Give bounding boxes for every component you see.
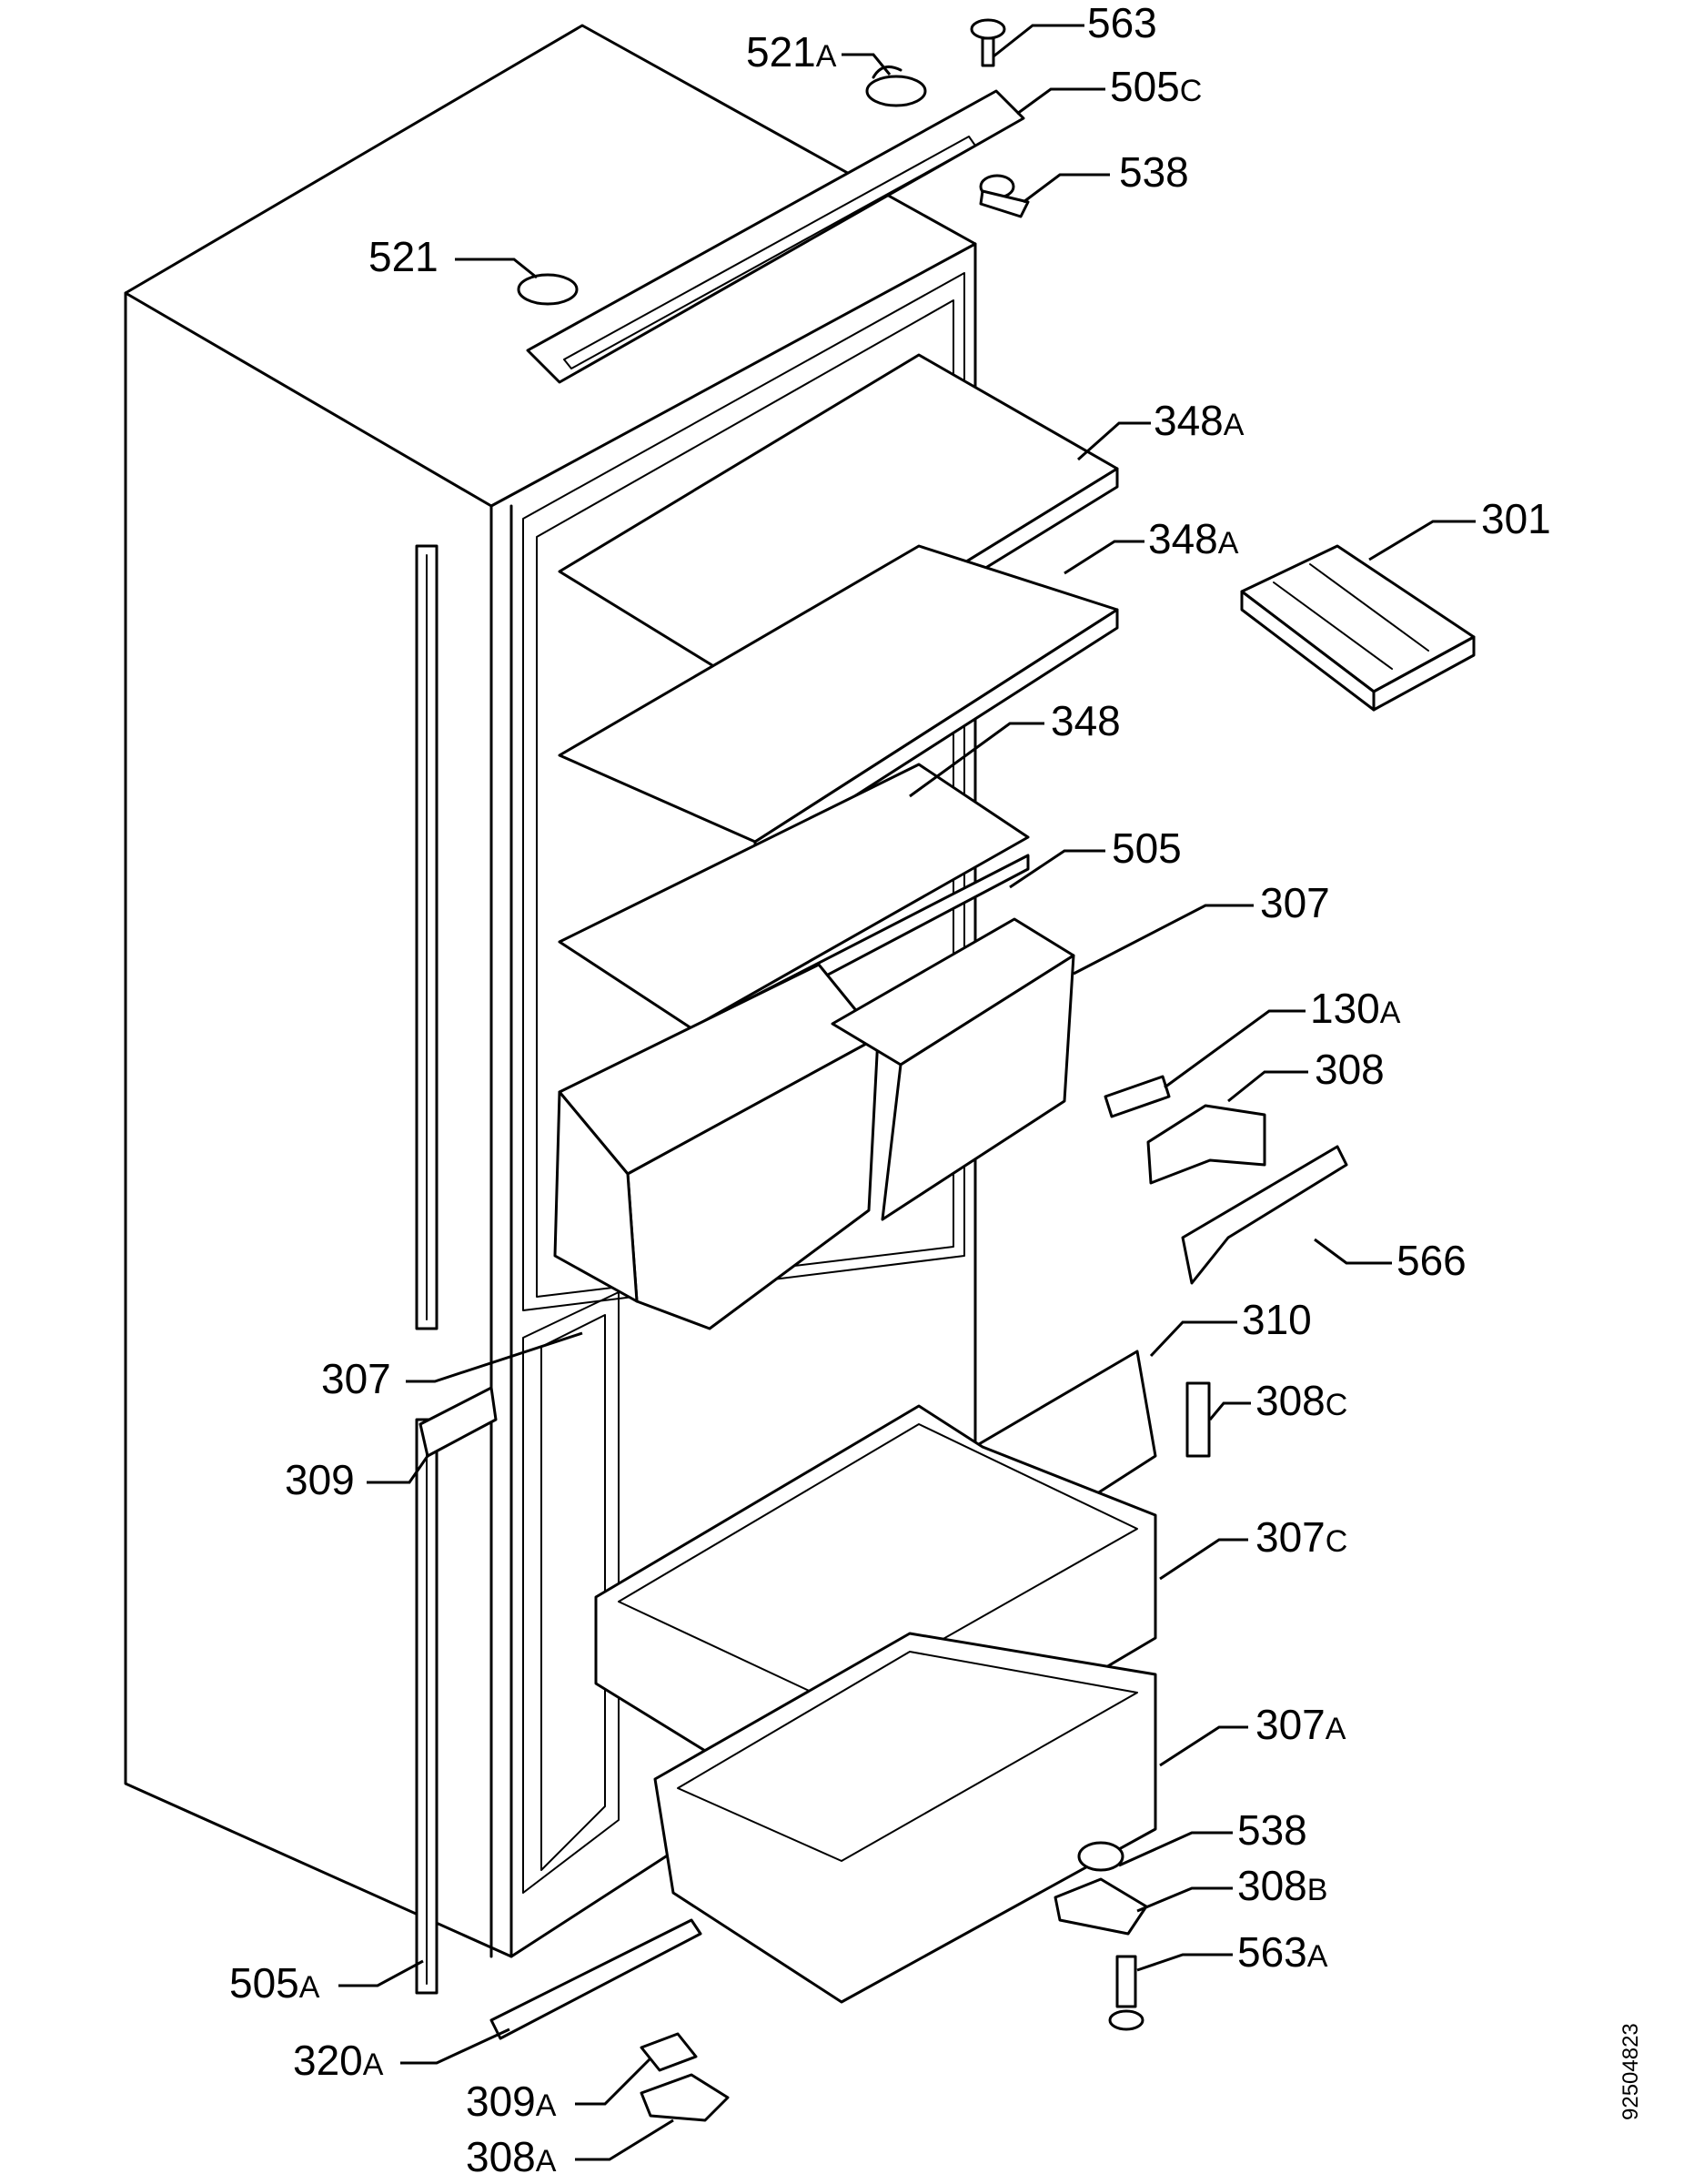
label-307-left: 307 <box>321 1355 391 1402</box>
glass-shelf-348 <box>558 763 1030 1030</box>
label-320A: 320A <box>293 2037 384 2084</box>
label-505A: 505A <box>229 1959 320 2007</box>
label-308A: 308A <box>466 2133 557 2180</box>
door-gasket <box>415 544 439 1995</box>
label-130A: 130A <box>1310 985 1401 1032</box>
document-number: 92504823 <box>1618 2023 1643 2120</box>
hinge-pin-538-top <box>979 174 1030 218</box>
label-308B: 308B <box>1237 1862 1327 1909</box>
top-rail-505C <box>526 89 1025 384</box>
label-307C: 307C <box>1255 1513 1347 1561</box>
label-348: 348 <box>1051 697 1121 744</box>
label-566: 566 <box>1396 1237 1467 1284</box>
label-308C: 308C <box>1255 1377 1347 1424</box>
ice-tray-301 <box>1240 544 1476 712</box>
cap-521 <box>517 273 579 306</box>
label-348A-upper: 348A <box>1154 397 1245 444</box>
label-307-right: 307 <box>1260 879 1330 926</box>
label-301: 301 <box>1481 495 1551 542</box>
label-563: 563 <box>1087 0 1157 46</box>
cap-309A <box>640 2032 698 2072</box>
label-538-bottom: 538 <box>1237 1806 1307 1854</box>
leader-lines <box>338 24 1476 2161</box>
label-309A: 309A <box>466 2078 557 2125</box>
bracket-308A <box>640 2073 730 2122</box>
label-505: 505 <box>1112 824 1182 872</box>
crisper-bin-right <box>831 917 1075 1221</box>
cover-566 <box>1181 1145 1348 1285</box>
label-348A-lower: 348A <box>1148 515 1239 562</box>
label-308: 308 <box>1315 1046 1385 1093</box>
label-563A: 563A <box>1237 1928 1328 1976</box>
plate-130A <box>1104 1075 1171 1118</box>
pin-308C <box>1185 1381 1211 1458</box>
cap-309 <box>418 1386 498 1458</box>
freezer-drawer-307C <box>594 1404 1157 1831</box>
label-310: 310 <box>1242 1296 1312 1343</box>
label-521: 521 <box>368 233 439 280</box>
crisper-bin-left <box>553 963 880 1330</box>
cap-521A <box>865 65 927 107</box>
rail-320A <box>489 1918 702 2040</box>
label-521A: 521A <box>746 28 837 76</box>
bolt-563A <box>1108 1955 1144 2031</box>
screw-563 <box>970 18 1006 67</box>
hinge-308 <box>1146 1104 1266 1185</box>
label-505C: 505C <box>1110 63 1202 110</box>
part-labels: 563 521A 505C 538 521 348A 348A 301 348 … <box>229 0 1551 2180</box>
freezer-drawer-307A <box>653 1632 1157 2004</box>
hinge-pin-538-bottom <box>1077 1841 1124 1872</box>
hinge-308B <box>1054 1877 1148 1936</box>
label-307A: 307A <box>1255 1701 1346 1748</box>
label-309: 309 <box>285 1456 355 1503</box>
label-538-top: 538 <box>1119 148 1189 196</box>
